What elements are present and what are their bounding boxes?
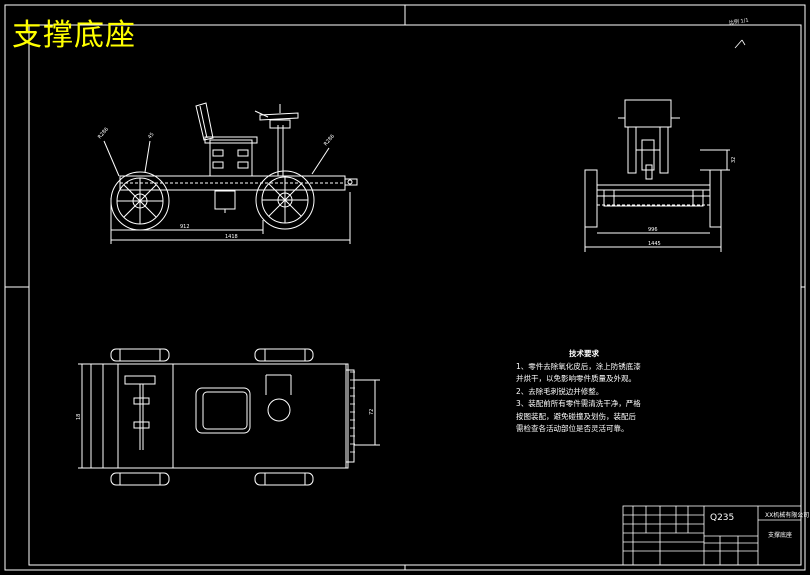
dim-front-radius-small: 45 <box>147 132 156 141</box>
top-view-dims: 18 72 <box>76 409 375 420</box>
front-right-wheel <box>255 170 315 230</box>
notes-heading: 技术要求 <box>569 349 599 358</box>
dim-side-height: 32 <box>731 157 737 163</box>
scale-mark <box>734 39 746 49</box>
dim-front-length-total: 1418 <box>225 234 238 240</box>
dim-front-radius-right: R286 <box>323 133 336 147</box>
note-item: 1、零件去除氧化皮后，涂上防锈底漆并烘干，以免影响零件质量及外观。 <box>516 361 641 384</box>
dim-side-width-inner: 996 <box>648 227 658 233</box>
note-item: 2、去除毛刺锐边并修整。 <box>516 386 604 396</box>
note-item: 3、装配前所有零件需清洗干净，严格按图装配，避免碰撞及划伤，装配后需检查各活动部… <box>516 399 641 433</box>
top-view <box>78 348 380 486</box>
title-block-material: Q235 <box>710 513 735 523</box>
title-block-part-name: 支撑底座 <box>768 532 793 539</box>
title-block <box>622 505 802 566</box>
dim-front-length-inner: 912 <box>180 224 190 230</box>
technical-notes: 技术要求 1、零件去除氧化皮后，涂上防锈底漆并烘干，以免影响零件质量及外观。 2… <box>516 348 642 436</box>
side-view <box>584 99 730 252</box>
dim-top-height: 18 <box>76 414 82 420</box>
title-block-company: XX机械有限公司 <box>765 512 810 519</box>
dim-side-width-total: 1445 <box>648 241 661 247</box>
drawing-title: 支撑底座 <box>12 18 136 53</box>
side-view-dims: 996 1445 32 <box>648 157 737 247</box>
front-left-wheel <box>110 171 170 231</box>
dim-front-radius-left: R286 <box>97 126 110 140</box>
front-view <box>103 102 358 244</box>
dim-top-width: 72 <box>369 409 375 415</box>
sheet-border <box>4 4 806 571</box>
